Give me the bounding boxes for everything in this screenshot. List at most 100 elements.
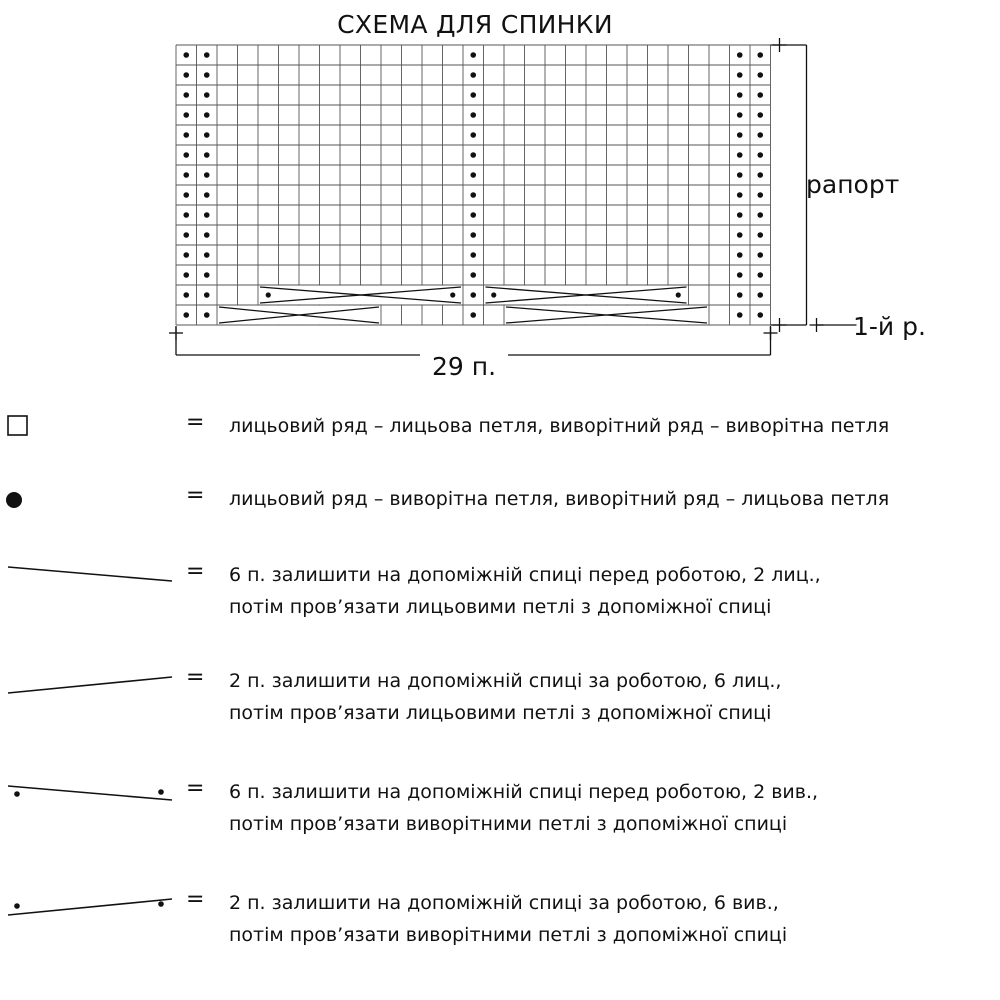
purl-dot xyxy=(757,132,764,138)
purl-dot xyxy=(183,72,190,78)
purl-dot xyxy=(736,152,743,158)
purl-dot xyxy=(757,52,764,58)
purl-dot xyxy=(736,252,743,258)
purl-dot xyxy=(470,312,477,318)
purl-dot xyxy=(183,292,190,298)
legend-equals: = xyxy=(186,483,205,508)
purl-dot xyxy=(470,152,477,158)
purl-dot xyxy=(736,272,743,278)
purl-dot xyxy=(183,212,190,218)
cable-back-knit-icon xyxy=(7,676,173,694)
cable-front-purl-icon xyxy=(7,785,173,801)
legend-line: 6 п. залишити на допоміжній спиці перед … xyxy=(229,781,819,803)
cable-line xyxy=(505,306,708,324)
purl-dot xyxy=(757,292,764,298)
purl-dot xyxy=(470,272,477,278)
purl-dot xyxy=(675,292,681,298)
purl-dot xyxy=(203,232,210,238)
chart-title: СХЕМА ДЛЯ СПИНКИ xyxy=(337,10,613,39)
legend-equals: = xyxy=(186,410,205,435)
cable-line xyxy=(218,306,380,324)
legend-text: лицьовий ряд – лицьова петля, виворітний… xyxy=(229,410,889,442)
purl-dot xyxy=(470,232,477,238)
purl-dot xyxy=(736,52,743,58)
purl-dot xyxy=(736,72,743,78)
purl-dot xyxy=(757,212,764,218)
purl-dot xyxy=(757,192,764,198)
purl-dot xyxy=(470,192,477,198)
legend-line: 2 п. залишити на допоміжній спиці за роб… xyxy=(229,670,782,692)
purl-dot xyxy=(183,112,190,118)
purl-dot xyxy=(203,292,210,298)
purl-dot xyxy=(736,132,743,138)
purl-dot xyxy=(491,292,497,298)
knitting-chart xyxy=(169,38,857,356)
purl-dot xyxy=(203,152,210,158)
purl-dot xyxy=(183,232,190,238)
purl-dot xyxy=(183,92,190,98)
stitch-count-label: 29 п. xyxy=(420,352,509,381)
legend-equals: = xyxy=(186,665,205,690)
purl-dot xyxy=(757,112,764,118)
legend-line: 2 п. залишити на допоміжній спиці за роб… xyxy=(229,892,779,914)
empty-square-icon xyxy=(7,415,28,436)
purl-dot xyxy=(203,92,210,98)
legend-text: 6 п. залишити на допоміжній спиці перед … xyxy=(229,559,821,623)
purl-dot xyxy=(757,312,764,318)
purl-dot xyxy=(265,292,271,298)
legend-equals: = xyxy=(186,559,205,584)
cable-line xyxy=(259,286,462,304)
purl-dot xyxy=(470,252,477,258)
purl-dot xyxy=(203,312,210,318)
purl-dot xyxy=(757,92,764,98)
purl-dot xyxy=(203,252,210,258)
purl-dot xyxy=(203,172,210,178)
legend-equals: = xyxy=(186,776,205,801)
purl-dot xyxy=(203,72,210,78)
cable-front-knit-icon xyxy=(7,566,173,582)
purl-dot xyxy=(736,192,743,198)
purl-dot xyxy=(736,292,743,298)
purl-dot xyxy=(470,112,477,118)
legend-line: лицьовий ряд – виворітна петля, виворітн… xyxy=(229,488,890,510)
legend-text: 2 п. залишити на допоміжній спиці за роб… xyxy=(229,665,781,729)
purl-dot xyxy=(470,52,477,58)
purl-dot xyxy=(757,252,764,258)
purl-dot xyxy=(470,172,477,178)
legend-line: потім пров’язати лицьовими петлі з допом… xyxy=(229,702,772,724)
purl-dot xyxy=(203,272,210,278)
repeat-label: рапорт xyxy=(806,170,900,199)
legend-text: 2 п. залишити на допоміжній спиці за роб… xyxy=(229,887,787,951)
purl-dot xyxy=(736,172,743,178)
legend-text: лицьовий ряд – виворітна петля, виворітн… xyxy=(229,483,889,515)
first-row-label: 1-й р. xyxy=(853,312,926,341)
legend-line: потім пров’язати лицьовими петлі з допом… xyxy=(229,596,772,618)
purl-dot xyxy=(736,312,743,318)
cable-line xyxy=(485,286,687,304)
legend-line: лицьовий ряд – лицьова петля, виворітний… xyxy=(229,415,890,437)
legend-equals: = xyxy=(186,887,205,912)
purl-dot xyxy=(757,232,764,238)
purl-dot xyxy=(470,72,477,78)
purl-dot xyxy=(736,212,743,218)
purl-dot xyxy=(183,192,190,198)
purl-dot xyxy=(203,52,210,58)
purl-dot xyxy=(183,272,190,278)
legend-line: потім пров’язати виворітними петлі з доп… xyxy=(229,813,788,835)
legend-line: потім пров’язати виворітними петлі з доп… xyxy=(229,924,788,946)
purl-dot xyxy=(183,152,190,158)
purl-dot xyxy=(736,232,743,238)
purl-dot xyxy=(183,172,190,178)
purl-dot xyxy=(450,292,456,298)
purl-dot xyxy=(470,132,477,138)
purl-dot xyxy=(470,92,477,98)
legend-line: 6 п. залишити на допоміжній спиці перед … xyxy=(229,564,821,586)
purl-dot xyxy=(736,92,743,98)
purl-dot xyxy=(203,192,210,198)
purl-dot xyxy=(183,132,190,138)
legend-text: 6 п. залишити на допоміжній спиці перед … xyxy=(229,776,818,840)
purl-dot xyxy=(470,292,477,298)
purl-dot xyxy=(203,212,210,218)
purl-dot xyxy=(183,252,190,258)
purl-dot xyxy=(470,212,477,218)
